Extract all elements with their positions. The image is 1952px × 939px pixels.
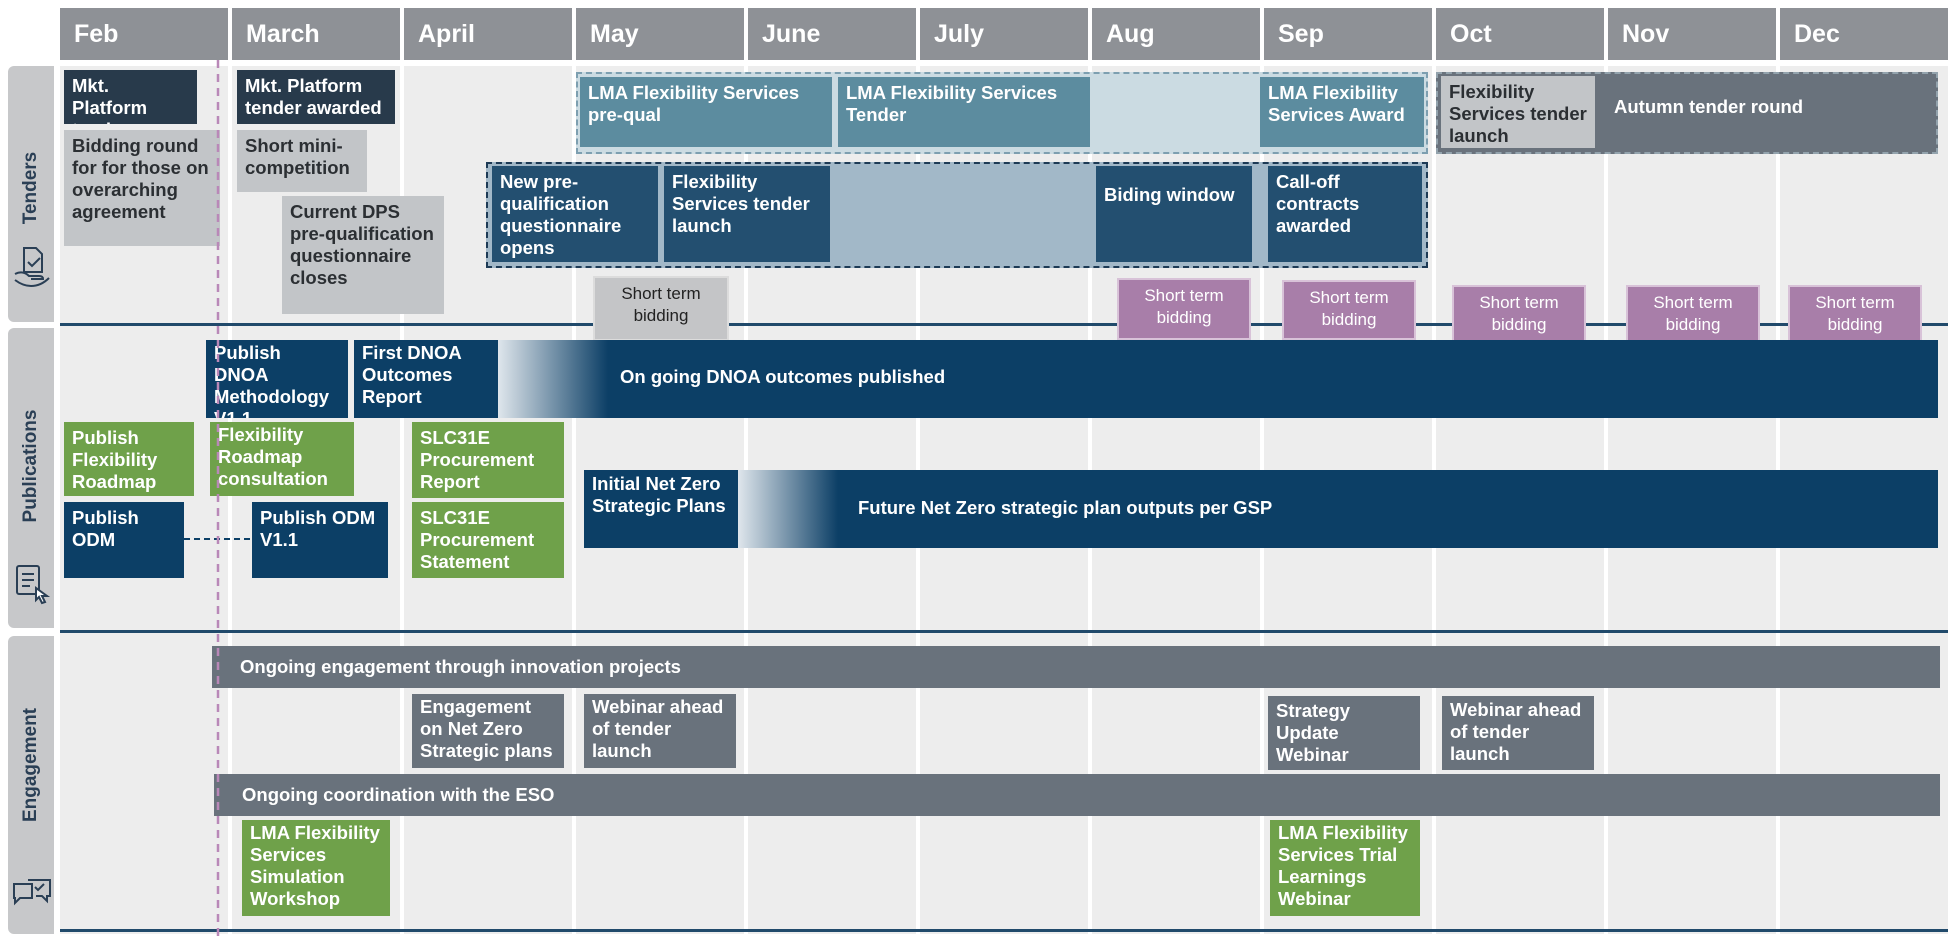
section-label-publications: Publications	[20, 409, 41, 523]
short-mini-competition-box: Short mini-competition	[237, 130, 367, 192]
section-divider	[60, 929, 1948, 932]
simulation-workshop-box: LMA Flexibility Services Simulation Work…	[242, 820, 390, 916]
publications-section-tab	[8, 328, 54, 628]
mkt-platform-closes-box: Mkt. Platform tender closes	[64, 70, 197, 124]
month-header-oct: Oct	[1436, 8, 1604, 60]
section-label-tenders: Tenders	[20, 151, 41, 225]
bidding-round-box: Bidding round for for those on overarchi…	[64, 130, 220, 246]
ongoing-dnoa-label: On going DNOA outcomes published	[620, 366, 946, 387]
section-divider	[60, 630, 1948, 633]
publish-odm-box: Publish ODM	[64, 502, 184, 578]
month-header-nov: Nov	[1608, 8, 1776, 60]
month-header-aug: Aug	[1092, 8, 1260, 60]
first-dnoa-report-box: First DNOA Outcomes Report	[354, 340, 498, 418]
document-pointer-icon	[16, 565, 51, 605]
strategy-update-webinar-box: Strategy Update Webinar	[1268, 696, 1420, 770]
trial-learnings-webinar-box: LMA Flexibility Services Trial Learnings…	[1270, 820, 1420, 916]
slc31e-statement-box: SLC31E Procurement Statement	[412, 502, 564, 578]
dnoa-methodology-box: Publish DNOA Methodology V1.1	[206, 340, 348, 418]
current-date-marker	[216, 60, 220, 939]
lma-award-box: LMA Flexibility Services Award	[1260, 77, 1424, 147]
ongoing-eso-label: Ongoing coordination with the ESO	[242, 784, 555, 805]
short-term-bidding-box: Short term bidding	[1282, 280, 1416, 340]
publish-flex-roadmap-box: Publish Flexibility Roadmap	[64, 422, 194, 496]
short-term-bidding-box: Short term bidding	[1626, 285, 1760, 342]
current-dps-box: Current DPS pre-qualification questionna…	[282, 196, 444, 314]
flex-services-launch-oct-box: Flexibility Services tender launch	[1441, 76, 1595, 148]
month-header-sep: Sep	[1264, 8, 1432, 60]
short-term-bidding-box: Short term bidding	[593, 276, 729, 341]
lma-tender-box: LMA Flexibility Services Tender	[838, 77, 1090, 147]
month-header-dec: Dec	[1780, 8, 1948, 60]
dnoa-outcomes-bar	[498, 340, 1938, 418]
webinar-oct-box: Webinar ahead of tender launch	[1442, 696, 1594, 770]
engagement-net-zero-box: Engagement on Net Zero Strategic plans	[412, 694, 564, 768]
month-header-feb: Feb	[60, 8, 228, 60]
webinar-may-box: Webinar ahead of tender launch	[584, 694, 736, 768]
short-term-bidding-box: Short term bidding	[1452, 285, 1586, 342]
new-prequal-box: New pre-qualification questionnaire open…	[492, 166, 658, 262]
short-term-bidding-box: Short term bidding	[1117, 278, 1251, 340]
lma-prequal-box: LMA Flexibility Services pre-qual	[580, 77, 832, 147]
roadmap-consultation-box: Flexibility Roadmap consultation	[210, 422, 354, 496]
month-header-may: May	[576, 8, 744, 60]
autumn-tender-round-label: Autumn tender round	[1614, 96, 1804, 117]
section-divider	[60, 323, 1948, 326]
month-header-june: June	[748, 8, 916, 60]
short-term-bidding-box: Short term bidding	[1788, 285, 1922, 342]
month-header-april: April	[404, 8, 572, 60]
call-off-contracts-box: Call-off contracts awarded	[1268, 166, 1422, 262]
publish-odm-v11-box: Publish ODM V1.1	[252, 502, 388, 578]
initial-net-zero-box: Initial Net Zero Strategic Plans	[584, 470, 738, 548]
mkt-platform-awarded-box: Mkt. Platform tender awarded	[237, 70, 395, 124]
hand-document-check-icon	[14, 247, 50, 288]
eso-coordination-bar	[214, 774, 1940, 816]
biding-window-box: Biding window	[1096, 166, 1252, 262]
ongoing-innovation-label: Ongoing engagement through innovation pr…	[240, 656, 681, 677]
net-zero-outputs-bar	[738, 470, 1938, 548]
future-net-zero-label: Future Net Zero strategic plan outputs p…	[858, 497, 1273, 518]
innovation-engagement-bar	[212, 646, 1940, 688]
flex-services-launch-box: Flexibility Services tender launch	[664, 166, 830, 262]
slc31e-report-box: SLC31E Procurement Report	[412, 422, 564, 498]
month-header-march: March	[232, 8, 400, 60]
chat-check-icon	[13, 879, 51, 906]
section-label-engagement: Engagement	[20, 707, 41, 823]
month-header-july: July	[920, 8, 1088, 60]
